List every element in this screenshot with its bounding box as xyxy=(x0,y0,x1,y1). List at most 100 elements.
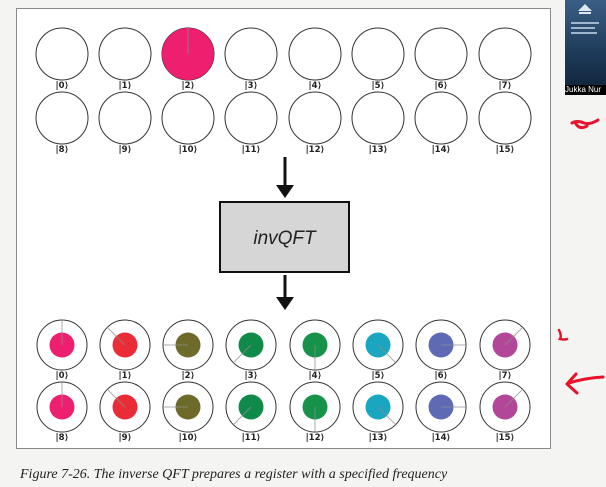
input-qubit-3: |3⟩ xyxy=(224,27,278,91)
output-qubit-11: |11⟩ xyxy=(225,381,277,443)
ket-label: |0⟩ xyxy=(56,371,69,381)
ket-label: |1⟩ xyxy=(119,81,132,91)
arrow-down-lower-head xyxy=(276,297,294,310)
qubit-circle-outline xyxy=(414,27,468,81)
input-qubit-14: |14⟩ xyxy=(414,91,468,155)
ket-label: |13⟩ xyxy=(369,145,388,155)
input-qubit-10: |10⟩ xyxy=(161,91,215,155)
ket-label: |9⟩ xyxy=(119,145,132,155)
input-qubit-12: |12⟩ xyxy=(288,91,342,155)
qubit-circle-outline xyxy=(161,91,215,145)
qubit-circle-outline xyxy=(98,27,152,81)
ket-label: |11⟩ xyxy=(242,145,261,155)
ket-label: |8⟩ xyxy=(56,433,69,443)
input-qubit-8: |8⟩ xyxy=(35,91,89,155)
presenter-video-thumbnail[interactable]: Jukka Nur xyxy=(565,0,606,95)
ket-label: |14⟩ xyxy=(432,433,451,443)
input-qubit-0: |0⟩ xyxy=(35,27,89,91)
qubit-circle-outline xyxy=(224,27,278,81)
qubit-circle-outline xyxy=(351,91,405,145)
output-qubit-0: |0⟩ xyxy=(36,319,88,381)
ket-label: |3⟩ xyxy=(245,81,258,91)
ket-label: |12⟩ xyxy=(306,433,325,443)
ket-label: |7⟩ xyxy=(499,81,512,91)
ket-label: |11⟩ xyxy=(242,433,261,443)
ket-label: |8⟩ xyxy=(56,145,69,155)
ket-label: |4⟩ xyxy=(309,81,322,91)
qubit-circle-outline xyxy=(414,91,468,145)
ket-label: |9⟩ xyxy=(119,433,132,443)
qubit-circle-outline xyxy=(351,27,405,81)
circle-notation-diagram: |0⟩ |1⟩ |2⟩ |3⟩ |4⟩ |5⟩ |6⟩ |7⟩ |8⟩ |9⟩ |10⟩ |11⟩ |1… xyxy=(35,27,532,443)
output-qubit-3: |3⟩ xyxy=(225,319,277,381)
figure-caption: Figure 7-26. The inverse QFT prepares a … xyxy=(20,467,448,482)
input-qubit-9: |9⟩ xyxy=(98,91,152,155)
ket-label: |5⟩ xyxy=(372,81,385,91)
input-qubit-7: |7⟩ xyxy=(478,27,532,91)
input-register: |0⟩ |1⟩ |2⟩ |3⟩ |4⟩ |5⟩ |6⟩ |7⟩ |8⟩ |9⟩ |10⟩ |11⟩ |1… xyxy=(35,27,532,155)
ket-label: |10⟩ xyxy=(179,433,198,443)
pen-stroke-top xyxy=(570,118,600,130)
output-qubit-5: |5⟩ xyxy=(352,319,404,381)
phase-line xyxy=(106,326,126,346)
phase-line xyxy=(377,406,397,426)
ket-label: |3⟩ xyxy=(245,371,258,381)
qubit-circle-outline xyxy=(35,91,89,145)
university-logo-icon xyxy=(578,4,592,14)
phase-line xyxy=(106,388,126,408)
output-qubit-8: |8⟩ xyxy=(36,381,88,443)
ket-label: |0⟩ xyxy=(56,81,69,91)
input-qubit-13: |13⟩ xyxy=(351,91,405,155)
output-qubit-7: |7⟩ xyxy=(479,319,531,381)
input-qubit-11: |11⟩ xyxy=(224,91,278,155)
qubit-circle-outline xyxy=(288,91,342,145)
ket-label: |6⟩ xyxy=(435,81,448,91)
phase-line xyxy=(504,388,524,408)
ket-label: |14⟩ xyxy=(432,145,451,155)
figure-panel: |0⟩ |1⟩ |2⟩ |3⟩ |4⟩ |5⟩ |6⟩ |7⟩ |8⟩ |9⟩ |10⟩ |11⟩ |1… xyxy=(16,8,551,449)
phase-line xyxy=(504,326,524,346)
ket-label: |15⟩ xyxy=(496,145,515,155)
output-qubit-12: |12⟩ xyxy=(289,381,341,443)
ket-label: |6⟩ xyxy=(435,371,448,381)
output-qubit-10: |10⟩ xyxy=(162,381,214,443)
output-qubit-15: |15⟩ xyxy=(479,381,531,443)
input-qubit-6: |6⟩ xyxy=(414,27,468,91)
ket-label: |2⟩ xyxy=(182,81,195,91)
ket-label: |13⟩ xyxy=(369,433,388,443)
output-qubit-14: |14⟩ xyxy=(415,381,467,443)
arrow-down-upper-head xyxy=(276,185,294,198)
ket-label: |7⟩ xyxy=(499,371,512,381)
output-qubit-1: |1⟩ xyxy=(99,319,151,381)
phase-line xyxy=(377,344,397,364)
qubit-circle-outline xyxy=(98,91,152,145)
ket-label: |2⟩ xyxy=(182,371,195,381)
invqft-box xyxy=(219,201,350,273)
ket-label: |5⟩ xyxy=(372,371,385,381)
banner-text-icon xyxy=(571,22,599,34)
ket-label: |15⟩ xyxy=(496,433,515,443)
input-qubit-15: |15⟩ xyxy=(478,91,532,155)
output-qubit-6: |6⟩ xyxy=(415,319,467,381)
qubit-circle-outline xyxy=(288,27,342,81)
ket-label: |12⟩ xyxy=(306,145,325,155)
ket-label: |4⟩ xyxy=(309,371,322,381)
ket-label: |1⟩ xyxy=(119,371,132,381)
pen-stroke-bracket xyxy=(557,328,569,341)
output-qubit-13: |13⟩ xyxy=(352,381,404,443)
output-qubit-9: |9⟩ xyxy=(99,381,151,443)
invqft-label: invQFT xyxy=(253,228,317,249)
pen-arrow-pointer xyxy=(565,372,605,395)
qubit-circle-outline xyxy=(478,91,532,145)
input-qubit-2: |2⟩ xyxy=(161,27,215,91)
phase-line xyxy=(232,344,252,364)
ket-label: |10⟩ xyxy=(179,145,198,155)
qubit-circle-outline xyxy=(35,27,89,81)
output-register: |0⟩ |1⟩ |2⟩ |3⟩ |4⟩ |5⟩ |6⟩ |7⟩ |8⟩ |9⟩ |10⟩ |11⟩ |1… xyxy=(36,319,531,443)
output-qubit-2: |2⟩ xyxy=(162,319,214,381)
input-qubit-1: |1⟩ xyxy=(98,27,152,91)
presenter-name: Jukka Nur xyxy=(565,85,606,95)
qubit-circle-outline xyxy=(224,91,278,145)
output-qubit-4: |4⟩ xyxy=(289,319,341,381)
input-qubit-5: |5⟩ xyxy=(351,27,405,91)
